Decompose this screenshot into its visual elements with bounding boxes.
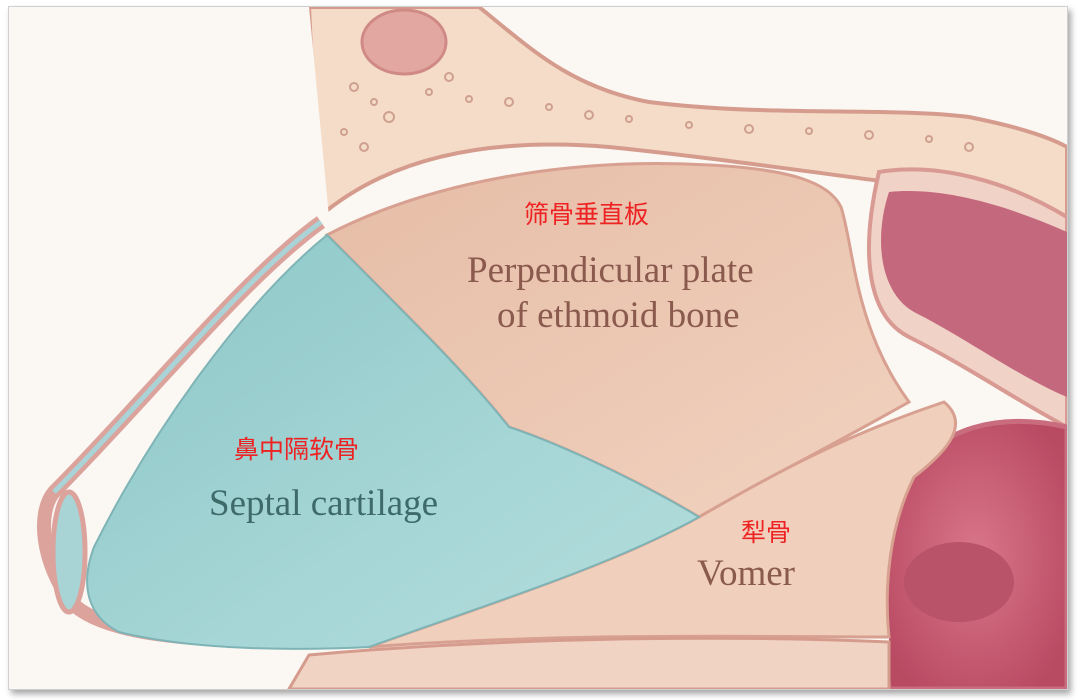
septal-label-en: Septal cartilage (209, 483, 439, 524)
septal-label-cn: 鼻中隔软骨 (234, 435, 360, 464)
vomer-label-cn: 犁骨 (741, 518, 792, 547)
septal-cartilage-shape (86, 233, 701, 650)
ethmoid-label-cn: 筛骨垂直板 (524, 200, 650, 229)
nasal-septum-illustration: 筛骨垂直板 Perpendicular plate of ethmoid bon… (8, 6, 1068, 690)
vomer-label-en: Vomer (697, 553, 795, 594)
ethmoid-label-en-2: of ethmoid bone (497, 295, 740, 336)
palate-strip (287, 636, 891, 689)
ethmoid-label-en-1: Perpendicular plate (467, 250, 754, 291)
background-tissue (9, 7, 889, 689)
anatomy-drawing (9, 7, 1067, 689)
